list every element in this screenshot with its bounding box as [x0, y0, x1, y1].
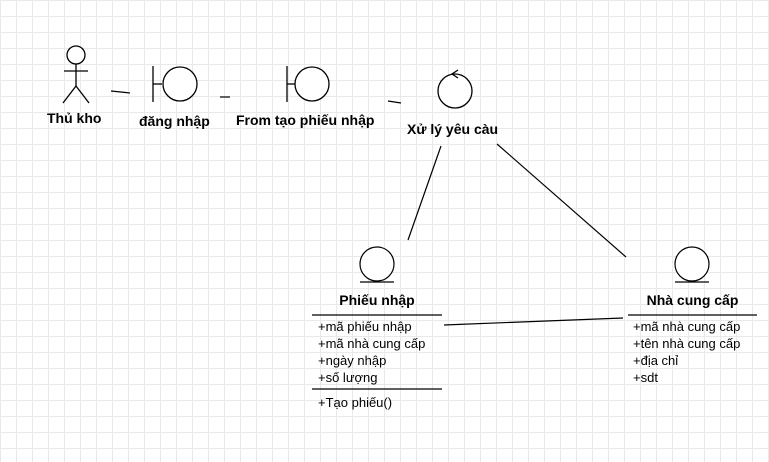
entity-receipt-attribute: +ngày nhập — [318, 353, 387, 368]
entity-receipt-attribute: +mã phiếu nhập — [318, 319, 412, 334]
entity-supplier-attribute: +mã nhà cung cấp — [633, 319, 741, 334]
boundary-login-icon[interactable] — [152, 66, 198, 102]
entity-receipt-name: Phiếu nhập — [339, 292, 415, 308]
boundary-create-receipt-form-icon[interactable] — [286, 66, 330, 102]
entity-supplier-attributes: +mã nhà cung cấp +tên nhà cung cấp +địa … — [633, 318, 740, 386]
entity-supplier[interactable] — [628, 246, 757, 316]
boundary-login-label: đăng nhập — [139, 113, 210, 129]
entity-receipt-attributes: +mã phiếu nhập +mã nhà cung cấp +ngày nh… — [318, 318, 425, 386]
link-actor-login — [110, 90, 131, 94]
entity-receipt-icon — [359, 246, 395, 282]
entity-receipt-attribute: +mã nhà cung cấp — [318, 336, 426, 351]
link-control-receipt — [407, 145, 442, 241]
actor-stick-figure[interactable] — [62, 45, 90, 104]
entity-receipt-operations: +Tạo phiếu() — [318, 394, 392, 411]
associations — [110, 90, 627, 326]
entity-receipt-attribute: +số lượng — [318, 370, 378, 385]
control-label: Xử lý yêu càu — [407, 121, 499, 137]
boundary-create-receipt-form-label: From tạo phiếu nhập — [236, 112, 375, 128]
entity-receipt-operation: +Tạo phiếu() — [318, 395, 393, 410]
control-process-request-icon[interactable] — [437, 69, 473, 109]
entity-supplier-attribute: +địa chỉ — [633, 353, 679, 368]
entity-supplier-icon — [674, 246, 710, 282]
actor-label: Thủ kho — [47, 110, 102, 126]
link-receipt-supplier — [443, 317, 624, 326]
entity-supplier-name: Nhà cung cấp — [646, 292, 739, 308]
entity-supplier-attribute: +sdt — [633, 370, 658, 385]
entity-receipt[interactable] — [312, 246, 442, 390]
link-control-supplier — [496, 143, 627, 258]
link-form-control — [387, 100, 402, 104]
entity-supplier-attribute: +tên nhà cung cấp — [633, 336, 741, 351]
